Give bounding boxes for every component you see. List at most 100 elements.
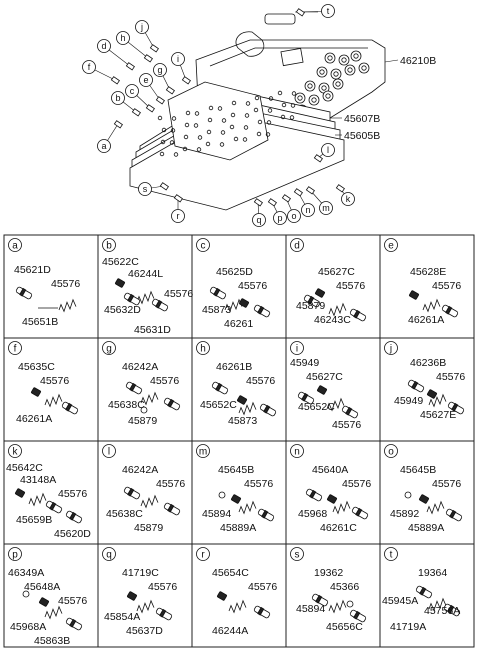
part-number-label: 45854A	[104, 611, 140, 623]
cell-badge	[102, 341, 116, 355]
callout-letter: m	[322, 203, 330, 213]
part-number-label: 45627C	[306, 371, 343, 383]
cell-badge	[384, 444, 398, 458]
cell-badge	[102, 238, 116, 252]
cell-letter: r	[201, 550, 205, 561]
part-number-label: 45635C	[18, 361, 55, 373]
cell-badge	[8, 341, 22, 355]
part-number-label: 45627C	[318, 266, 355, 278]
part-number-label: 45659B	[16, 514, 52, 526]
callout-letter: q	[256, 215, 261, 225]
part-number-label: 45631D	[134, 324, 171, 336]
callout-letter: a	[101, 141, 106, 151]
callout-f: f	[82, 60, 120, 85]
cell-letter: c	[201, 241, 206, 252]
part-number-label: 45968	[298, 508, 327, 520]
cell-letter: g	[106, 344, 112, 355]
callout-k: k	[335, 184, 355, 206]
part-number-label: 45879	[134, 522, 163, 534]
part-number-label: 45889A	[408, 522, 444, 534]
cell-parts-illustration	[407, 379, 465, 415]
part-number-label: 46261C	[320, 522, 357, 534]
callout-letter: h	[120, 33, 125, 43]
cell-parts-illustration	[311, 593, 367, 623]
part-number-label: 46236B	[410, 357, 446, 369]
part-number-label: 45622C	[102, 256, 139, 268]
part-number-label: 45576	[58, 488, 87, 500]
cell-parts-illustration	[409, 290, 459, 318]
callout-p: p	[267, 198, 287, 225]
callout-s: s	[138, 182, 169, 196]
part-number-label: 45576	[248, 581, 277, 593]
part-number-label: 45645B	[218, 464, 254, 476]
part-number-label: 45576	[432, 478, 461, 490]
cell-badge	[384, 547, 398, 561]
part-number-label: 45651B	[22, 316, 58, 328]
cell-badge	[8, 238, 22, 252]
part-number-label: 46261A	[408, 314, 444, 326]
cell-parts-illustration	[211, 381, 277, 417]
cell-parts-illustration	[22, 590, 83, 631]
part-number-label: 45576	[332, 419, 361, 431]
part-number-label: 45945A	[382, 595, 418, 607]
cell-parts-illustration	[123, 486, 181, 516]
cell-parts-illustration	[115, 278, 169, 312]
cell-parts-illustration	[127, 591, 173, 621]
part-number-label: 19364	[418, 567, 447, 579]
part-number-label: 45640A	[312, 464, 348, 476]
part-number-label: 45576	[336, 280, 365, 292]
part-number-label: 45621D	[14, 264, 51, 276]
part-number-label: 45638C	[106, 508, 143, 520]
cell-letter: j	[389, 344, 392, 355]
part-number-label: 45654C	[212, 567, 249, 579]
callout-j: j	[135, 20, 159, 53]
part-number-label: 45576	[432, 280, 461, 292]
cell-badge	[290, 238, 304, 252]
cell-letter: h	[200, 344, 206, 355]
cell-parts-illustration	[415, 585, 461, 617]
callout-b: b	[111, 91, 141, 117]
callout-e: e	[139, 73, 165, 105]
callout-letter: p	[277, 213, 282, 223]
cell-parts-illustration	[31, 387, 79, 415]
part-number-label: 46349A	[8, 567, 44, 579]
part-number-label: 45638C	[108, 399, 145, 411]
part-number-label: 46261	[224, 318, 253, 330]
separator-plates-drawing	[129, 81, 345, 211]
cell-parts-illustration	[404, 491, 463, 522]
part-number-label: 45879	[128, 415, 157, 427]
part-number-label: 46244A	[212, 625, 248, 637]
part-number-label: 45625D	[216, 266, 253, 278]
callout-letter: i	[177, 54, 179, 64]
cell-badge	[196, 341, 210, 355]
cell-badge	[290, 547, 304, 561]
part-number-label: 45576	[148, 581, 177, 593]
callout-n: n	[293, 188, 315, 217]
part-number-label: 46242A	[122, 464, 158, 476]
part-number-label: 45576	[238, 280, 267, 292]
part-number-label: 45576	[58, 595, 87, 607]
callout-m: m	[305, 186, 333, 215]
part-number-label: 45632D	[104, 304, 141, 316]
part-number-label: 45576	[436, 371, 465, 383]
callout-letter: r	[177, 211, 180, 221]
callout-h: h	[116, 31, 153, 63]
part-number-label: 45879	[296, 300, 325, 312]
cell-parts-illustration	[218, 491, 275, 522]
callout-i: i	[171, 52, 191, 85]
callout-letter: c	[130, 86, 135, 96]
callout-d: d	[97, 39, 135, 71]
part-number-label: 45576	[51, 278, 80, 290]
cell-badge	[8, 444, 22, 458]
cell-letter: n	[294, 447, 300, 458]
